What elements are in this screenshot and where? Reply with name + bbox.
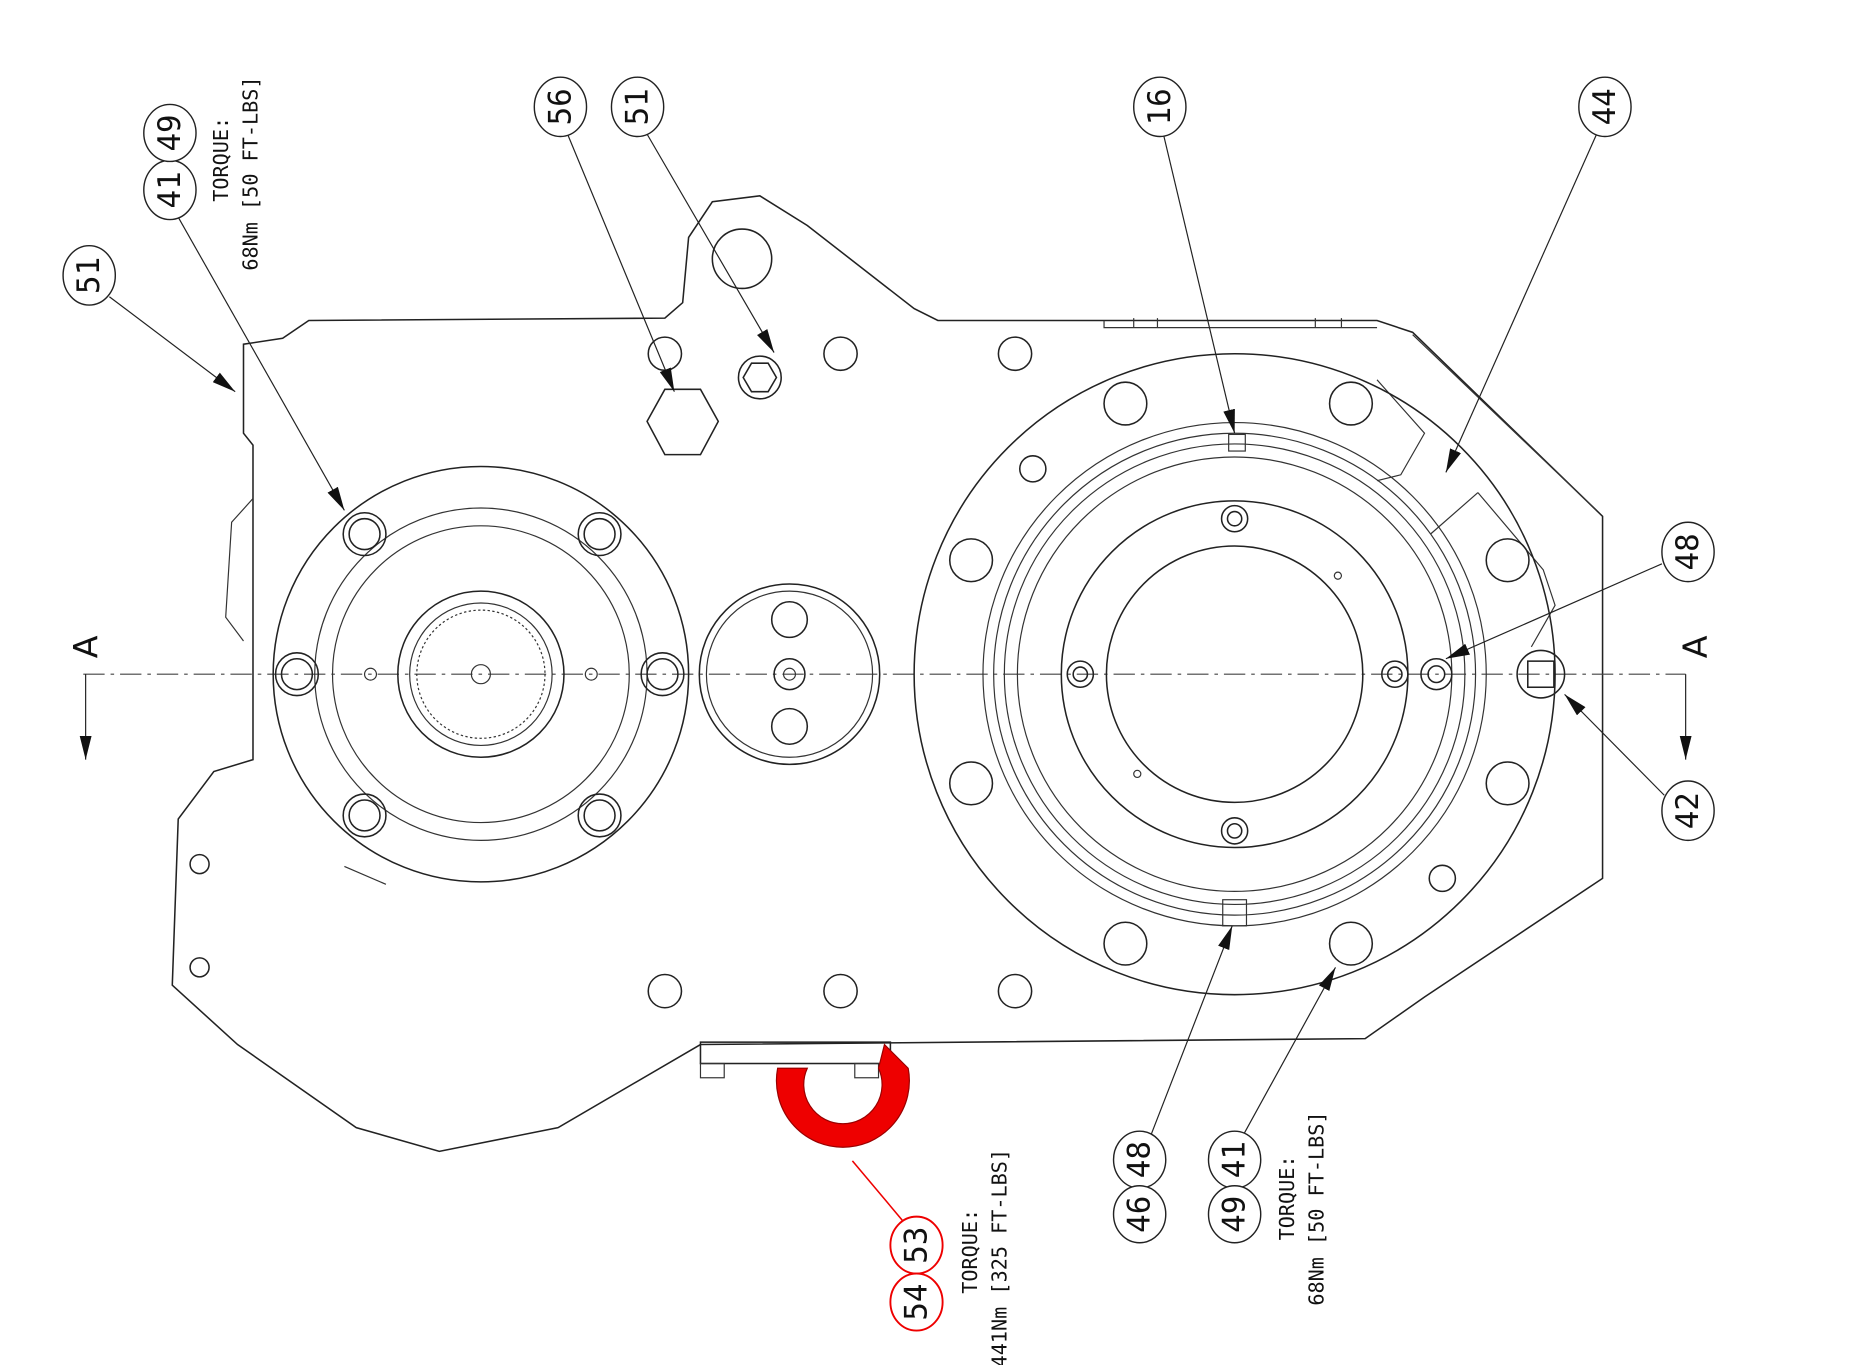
housing-outline xyxy=(171,195,1604,1153)
lifting-eye xyxy=(699,1041,910,1148)
svg-text:49: 49 xyxy=(1217,1196,1253,1233)
svg-text:41: 41 xyxy=(152,171,188,208)
svg-text:48: 48 xyxy=(1122,1141,1158,1178)
svg-text:49: 49 xyxy=(152,114,188,151)
balloon-44: 44 xyxy=(1578,76,1632,138)
housing-boss xyxy=(1376,334,1598,648)
svg-text:53: 53 xyxy=(899,1227,935,1264)
balloon-48-bottom: 48 xyxy=(1112,1130,1167,1189)
svg-text:16: 16 xyxy=(1142,88,1178,125)
housing-edge xyxy=(225,498,254,642)
svg-text:51: 51 xyxy=(620,88,656,125)
svg-text:51: 51 xyxy=(71,257,107,294)
torque-note-eye-line2: 441Nm [325 FT-LBS] xyxy=(988,1149,1012,1365)
balloon-41-top: 41 xyxy=(143,159,197,221)
drain-plug-hex xyxy=(646,388,720,456)
balloon-48-right: 48 xyxy=(1661,521,1715,583)
balloon-46: 46 xyxy=(1112,1185,1167,1244)
torque-note-bottom-line2: 68Nm [50 FT-LBS] xyxy=(1305,1111,1329,1305)
leader-lines xyxy=(109,133,1665,1221)
balloon-16: 16 xyxy=(1133,76,1187,138)
svg-text:41: 41 xyxy=(1217,1141,1253,1178)
svg-text:56: 56 xyxy=(542,88,578,125)
svg-text:44: 44 xyxy=(1587,88,1623,125)
balloon-51-top: 51 xyxy=(610,76,665,138)
balloon-42: 42 xyxy=(1661,780,1715,842)
svg-text:48: 48 xyxy=(1670,533,1706,570)
housing-holes xyxy=(189,228,1566,1009)
svg-text:42: 42 xyxy=(1670,792,1706,829)
section-label-right: A xyxy=(1676,635,1715,658)
balloon-49-top: 49 xyxy=(143,103,197,163)
housing-mark xyxy=(344,865,387,885)
housing-tabs xyxy=(1103,318,1378,329)
svg-text:54: 54 xyxy=(899,1284,935,1321)
balloon-56: 56 xyxy=(533,76,588,138)
balloon-51-left: 51 xyxy=(62,244,117,306)
balloon-53: 53 xyxy=(889,1215,944,1275)
balloon-54: 54 xyxy=(889,1272,944,1332)
section-label-left: A xyxy=(66,635,105,658)
idler-cover xyxy=(698,583,881,766)
torque-note-bottom-line1: TORQUE: xyxy=(1275,1155,1299,1240)
input-flange xyxy=(272,465,690,883)
torque-note-top-line1: TORQUE: xyxy=(209,117,233,202)
balloon-49-bottom: 49 xyxy=(1207,1185,1262,1244)
torque-note-top-line2: 68Nm [50 FT-LBS] xyxy=(239,76,263,270)
torque-note-eye-line1: TORQUE: xyxy=(958,1209,982,1294)
svg-text:46: 46 xyxy=(1122,1196,1158,1233)
fill-plug xyxy=(737,355,782,400)
fill-plug-hex xyxy=(742,362,778,393)
balloon-41-bottom: 41 xyxy=(1207,1130,1262,1189)
